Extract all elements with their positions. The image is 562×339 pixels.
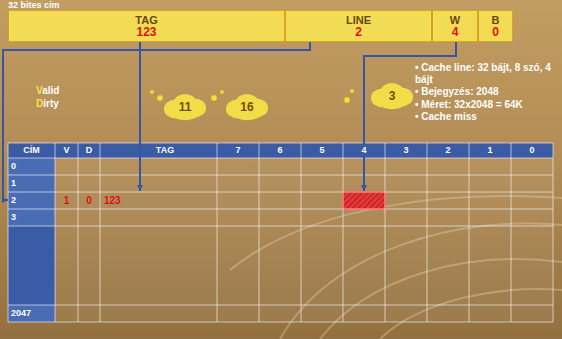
stored-tag: 123 [104,195,121,207]
node-value: 4 [452,26,459,39]
column-header: 3 [401,145,410,155]
column-header: 2 [443,145,452,155]
thought-bubble [150,90,154,94]
node-value: 0 [492,26,499,39]
column-header: 6 [275,145,284,155]
node-label: B [492,14,500,26]
thought-cloud: 16 [224,92,270,122]
line-leader [3,42,310,200]
row-address: 2047 [11,308,31,318]
row-address: 0 [11,161,16,171]
note-bullet: • Bejegyzés: 2048 [415,86,558,98]
row-address: 1 [11,178,16,188]
column-header: V [61,145,71,155]
thought-bubble [350,89,354,93]
flag-name: Dirty [36,98,59,110]
column-header: TAG [154,145,176,155]
node-label: W [450,14,460,26]
node-label: LINE [346,14,371,26]
note-bullet: • Cache line: 32 bájt, 8 szó, 4 bájt [415,62,558,85]
column-header: 1 [485,145,494,155]
row-address: 2 [11,195,16,205]
selected-byte [343,192,385,209]
note-bullet: • Méret: 32x2048 = 64K [415,99,558,111]
column-header: 5 [317,145,326,155]
thought-bubble [344,97,350,103]
node-value: 123 [136,26,156,39]
address-field: LINE2 [285,10,432,42]
thought-bubble [220,90,224,94]
tag-leader [139,42,141,191]
node-label: 3 [389,89,396,103]
note-bullet: • Cache miss [415,111,558,123]
node-label: 16 [240,100,253,114]
thought-cloud: 3 [369,81,415,111]
dirty-bit: 0 [86,195,92,207]
column-header: CÍM [21,145,42,155]
column-header: 4 [359,145,368,155]
address-width: 32 bites cím [8,0,60,10]
address-field: W4 [432,10,478,42]
address-field: TAG123 [8,10,285,42]
flag-name: Valid [36,85,59,97]
table-grid [8,143,553,322]
column-header: 7 [233,145,242,155]
node-label: 11 [179,100,192,114]
thought-cloud: 11 [162,92,208,122]
node-value: 2 [355,26,362,39]
thought-bubble [211,95,217,101]
table-header [8,143,553,158]
address-column [8,158,55,322]
thought-bubble [157,95,163,101]
row-address: 3 [11,212,16,222]
address-block [8,226,55,305]
valid-bit: 1 [64,195,70,207]
column-header: 0 [527,145,536,155]
address-field: B0 [478,10,513,42]
column-header: D [84,145,95,155]
node-label: TAG [135,14,157,26]
table-body [8,158,553,322]
